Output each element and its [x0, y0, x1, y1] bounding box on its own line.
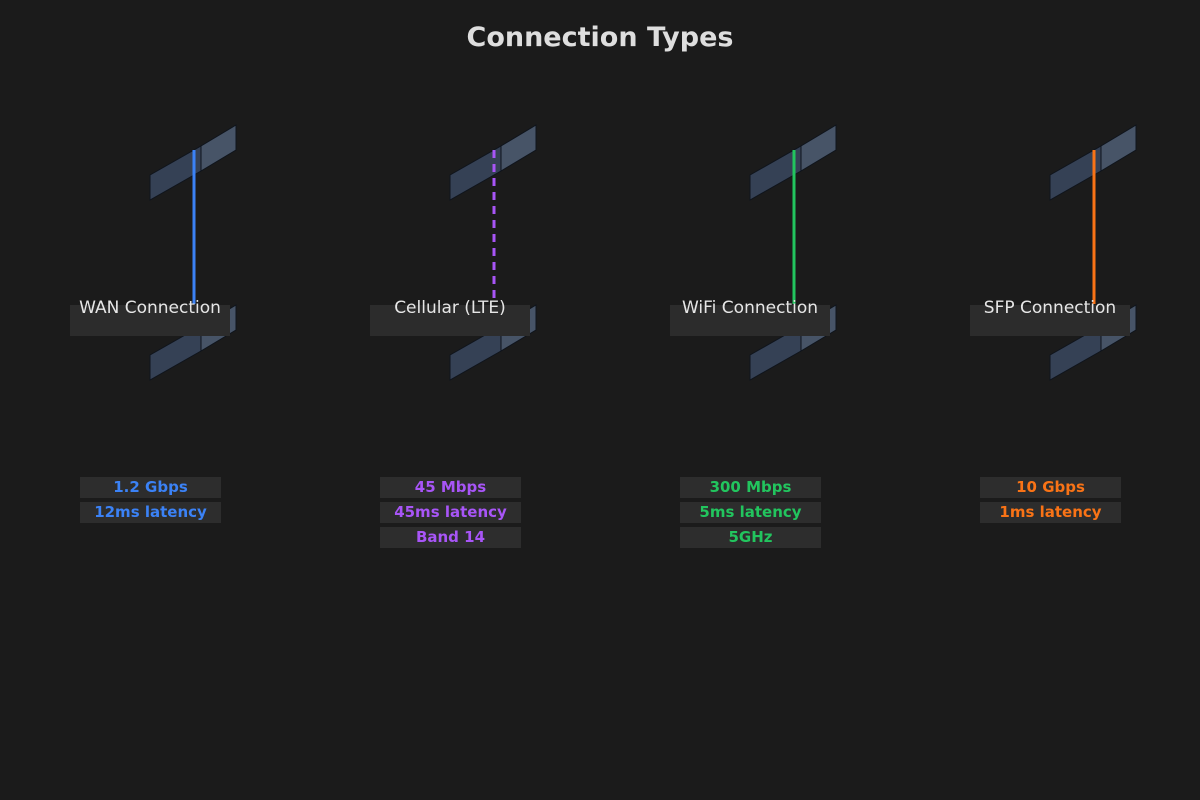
- stat-badge: 45ms latency: [380, 502, 521, 523]
- stat-badge: 300 Mbps: [680, 477, 821, 498]
- stat-badge: Band 14: [380, 527, 521, 548]
- top-device-side-panel: [1100, 124, 1137, 172]
- label-background: [970, 305, 1130, 336]
- connection-3: SFP Connection 10 Gbps 1ms latency: [900, 0, 1200, 800]
- stat-badge: 1.2 Gbps: [80, 477, 221, 498]
- connection-stats: 1.2 Gbps 12ms latency: [80, 477, 221, 527]
- connection-2: WiFi Connection 300 Mbps 5ms latency 5GHz: [600, 0, 900, 800]
- label-background: [670, 305, 830, 336]
- connection-label: Cellular (LTE): [394, 298, 506, 318]
- label-background: [370, 305, 530, 336]
- wan-link-icon: [70, 124, 237, 381]
- top-device-side-panel: [500, 124, 537, 172]
- stat-badge: 45 Mbps: [380, 477, 521, 498]
- stat-badge: 10 Gbps: [980, 477, 1121, 498]
- label-background: [70, 305, 230, 336]
- stat-badge: 1ms latency: [980, 502, 1121, 523]
- stat-badge: 5ms latency: [680, 502, 821, 523]
- connection-label: WiFi Connection: [681, 298, 819, 318]
- sfp-link-icon: [970, 124, 1137, 381]
- connection-0: WAN Connection 1.2 Gbps 12ms latency: [0, 0, 300, 800]
- connection-stats: 300 Mbps 5ms latency 5GHz: [680, 477, 821, 552]
- top-device-side-panel: [200, 124, 237, 172]
- connection-stats: 10 Gbps 1ms latency: [980, 477, 1121, 527]
- stat-badge: 5GHz: [680, 527, 821, 548]
- connection-label: WAN Connection: [79, 298, 221, 318]
- wifi-link-icon: [670, 124, 837, 381]
- cellular-link-icon: [370, 124, 537, 381]
- top-device-side-panel: [800, 124, 837, 172]
- stat-badge: 12ms latency: [80, 502, 221, 523]
- page-title: Connection Types: [466, 22, 734, 53]
- connection-label: SFP Connection: [983, 298, 1117, 318]
